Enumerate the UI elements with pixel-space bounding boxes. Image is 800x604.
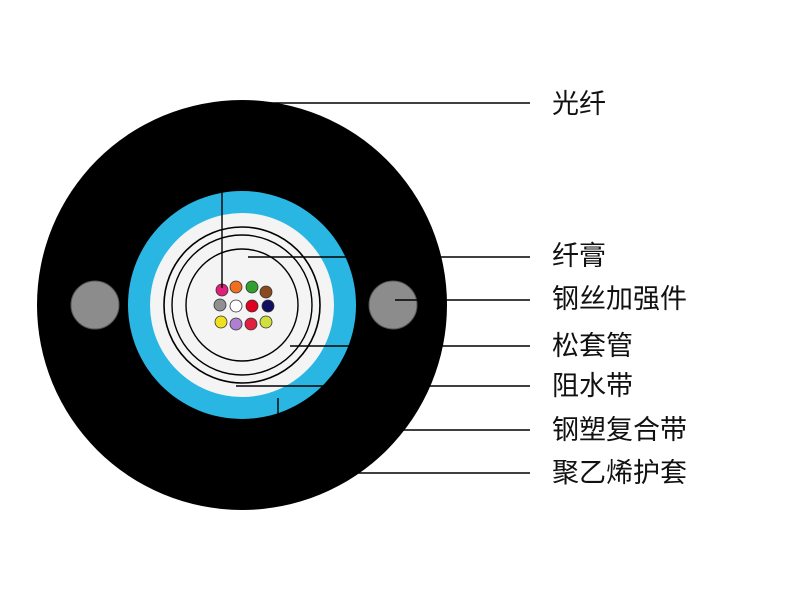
leader-line-fiber: [221, 102, 530, 288]
fiber-5: [213, 298, 227, 312]
leader-line-steel-tape: [277, 398, 530, 431]
fiber-bundle: [213, 280, 275, 331]
loose-tube-ring: [171, 234, 313, 376]
fiber-11: [244, 317, 258, 331]
leader-lines: [221, 102, 530, 474]
label-fiber-gel: 纤膏: [552, 241, 606, 272]
fiber-3: [245, 280, 259, 294]
fiber-9: [214, 315, 228, 329]
fiber-7: [245, 299, 259, 313]
fiber-10: [229, 317, 243, 331]
fiber-6: [229, 299, 243, 313]
label-pe-sheath: 聚乙烯护套: [552, 458, 687, 489]
loose-tube-outer: [163, 226, 321, 384]
label-steel-wire: 钢丝加强件: [552, 284, 687, 315]
fiber-4: [259, 285, 273, 299]
label-loose-tube: 松套管: [552, 331, 633, 362]
fiber-2: [229, 280, 243, 294]
label-fiber: 光纤: [552, 89, 606, 120]
fiber-12: [259, 315, 273, 329]
label-water-block: 阻水带: [552, 371, 633, 402]
fiber-8: [261, 299, 275, 313]
steel-wire-right: [368, 280, 418, 330]
fiber-gel-ring: [185, 248, 299, 362]
steel-wire-left: [70, 280, 120, 330]
label-steel-tape: 钢塑复合带: [552, 415, 687, 446]
